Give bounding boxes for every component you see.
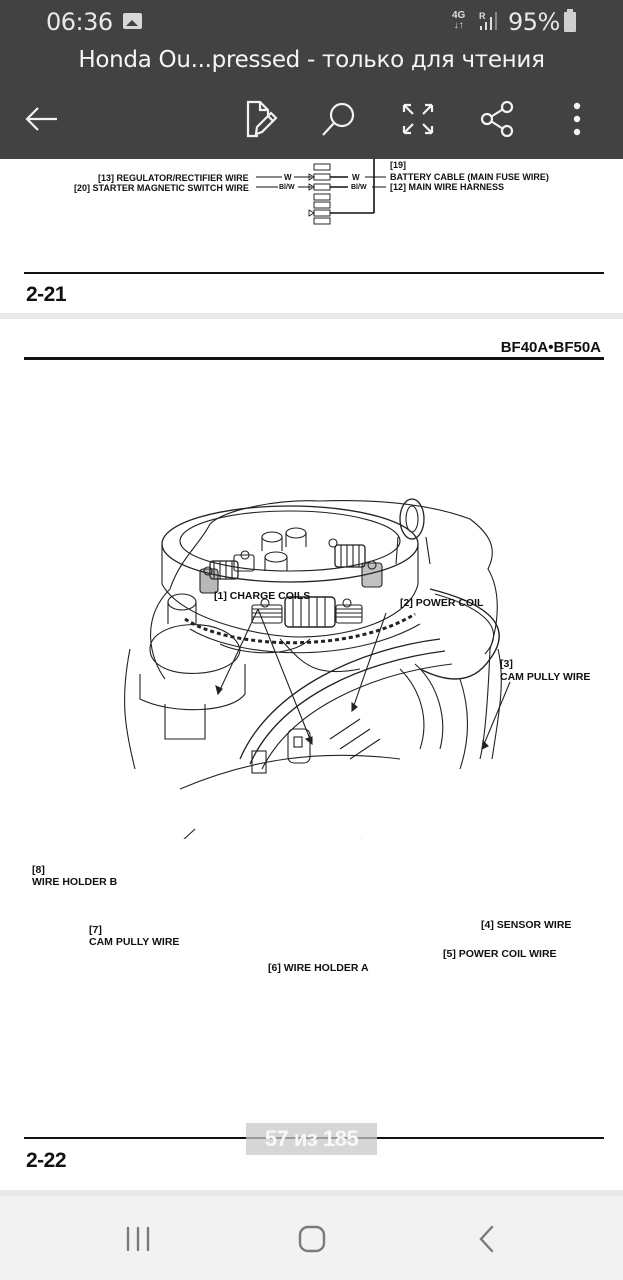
arrow-left-icon	[25, 107, 57, 131]
battery-cable-label: BATTERY CABLE (MAIN FUSE WIRE)	[390, 172, 549, 182]
page-indicator: 57 из 185	[246, 1123, 377, 1155]
flywheel-coil-illustration	[124, 498, 511, 839]
callout-power-coil: [2] POWER COIL	[400, 597, 484, 609]
signal-strength-icon: R	[479, 11, 497, 30]
more-options-button[interactable]	[554, 96, 600, 142]
recent-apps-button[interactable]	[113, 1214, 163, 1264]
share-icon	[480, 101, 514, 137]
callout-sensor-wire: [4] SENSOR WIRE	[481, 919, 572, 931]
document-title: Honda Ou...pressed - только для чтения	[78, 47, 545, 73]
page-header-rule	[24, 357, 604, 360]
document-viewer[interactable]: [13] REGULATOR/RECTIFIER WIRE [20] START…	[0, 159, 623, 1196]
battery-percent: 95%	[508, 8, 560, 36]
main-wire-harness-label: [12] MAIN WIRE HARNESS	[390, 182, 505, 192]
model-header: BF40A•BF50A	[500, 339, 601, 356]
page-footer-rule	[24, 272, 604, 274]
recent-apps-icon	[126, 1226, 150, 1252]
wire-code-w-right: W	[352, 173, 360, 182]
back-chevron-icon	[479, 1225, 494, 1253]
system-navigation-bar	[0, 1196, 623, 1280]
callout-charge-coils: [1] CHARGE COILS	[214, 590, 311, 602]
callout-wire-holder-a: [6] WIRE HOLDER A	[268, 962, 369, 974]
page-2-22: BF40A•BF50A	[0, 319, 623, 1190]
expand-icon	[402, 103, 434, 135]
starter-magnetic-switch-wire-label: [20] STARTER MAGNETIC SWITCH WIRE	[74, 183, 249, 193]
callout-cam-pully-wire-7: CAM PULLY WIRE	[89, 936, 180, 948]
callout-wire-holder-b: WIRE HOLDER B	[32, 876, 118, 888]
status-time: 06:36	[46, 8, 113, 36]
wire-code-w-left: W	[284, 173, 292, 182]
roaming-indicator: R	[479, 11, 486, 21]
network-type-icon: 4G↓↑	[452, 10, 466, 31]
wire-code-blw-right: Bl/W	[351, 184, 367, 191]
page-number-2-21: 2-21	[26, 283, 67, 306]
callout-cam-pully-wire-3: CAM PULLY WIRE	[500, 671, 591, 683]
search-button[interactable]	[316, 96, 362, 142]
fullscreen-button[interactable]	[395, 96, 441, 142]
regulator-rectifier-wire-label: [13] REGULATOR/RECTIFIER WIRE	[98, 173, 249, 183]
image-notification-icon	[123, 13, 142, 29]
edit-button[interactable]	[238, 96, 284, 142]
more-vertical-icon	[573, 102, 581, 136]
wire-code-blw-left: Bl/W	[279, 184, 295, 191]
app-bar: 06:36 4G↓↑ R 95% Honda Ou...pressed - то…	[0, 0, 623, 159]
back-button[interactable]	[18, 96, 64, 142]
callout-power-coil-wire: [5] POWER COIL WIRE	[443, 948, 557, 960]
back-nav-button[interactable]	[462, 1214, 512, 1264]
home-icon	[298, 1225, 326, 1253]
battery-icon	[564, 9, 576, 32]
callout-wire-holder-b-num: [8]	[32, 864, 45, 876]
home-button[interactable]	[287, 1214, 337, 1264]
wiring-connector-diagram	[256, 159, 386, 225]
page-2-21: [13] REGULATOR/RECTIFIER WIRE [20] START…	[0, 159, 623, 313]
page-number-2-22: 2-22	[26, 1149, 67, 1172]
share-button[interactable]	[474, 96, 520, 142]
network-type-label: 4G	[452, 10, 466, 21]
callout-cam-pully-wire-7-num: [7]	[89, 924, 102, 936]
search-icon	[322, 102, 355, 136]
ref-19-label: [19]	[390, 160, 407, 170]
edit-document-icon	[246, 100, 278, 138]
callout-cam-pully-wire-3-num: [3]	[500, 658, 513, 670]
